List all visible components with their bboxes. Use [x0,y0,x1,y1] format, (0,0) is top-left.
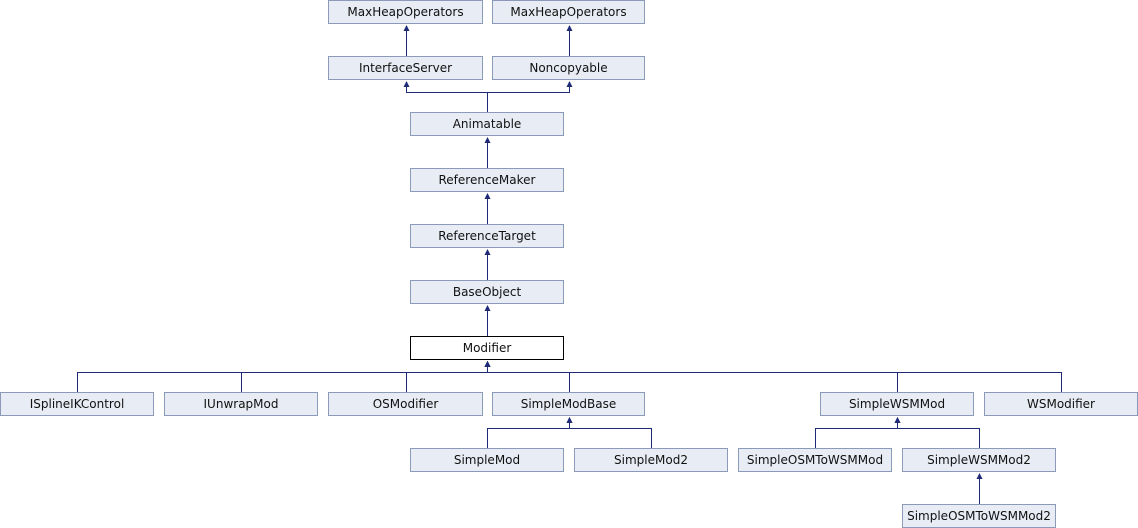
arrowhead-icon [403,81,410,87]
node-simplemod2[interactable]: SimpleMod2 [574,448,728,472]
inheritance-edge [569,422,652,448]
arrowhead-icon [484,361,491,367]
arrowhead-icon [484,249,491,255]
node-iunwrapmod[interactable]: IUnwrapMod [164,392,318,416]
arrowhead-icon [976,473,983,479]
node-simplewsmmod[interactable]: SimpleWSMMod [820,392,974,416]
arrowhead-icon [894,417,901,423]
arrowhead-icon [566,417,573,423]
inheritance-edge [406,366,488,392]
inheritance-edge [487,366,898,392]
arrowhead-icon [484,193,491,199]
inheritance-edge [241,366,488,392]
node-noncopyable[interactable]: Noncopyable [492,56,645,80]
arrowhead-icon [403,25,410,31]
arrowhead-icon [484,305,491,311]
arrowhead-icon [484,137,491,143]
inheritance-edge [897,422,980,448]
node-maxheapoperators-1[interactable]: MaxHeapOperators [328,0,483,24]
inheritance-edge [487,366,1062,392]
inheritance-edge [77,366,488,392]
node-simplemodbase[interactable]: SimpleModBase [492,392,645,416]
node-modifier-current: Modifier [410,336,564,360]
node-isplineikcontrol[interactable]: ISplineIKControl [0,392,154,416]
node-interfaceserver[interactable]: InterfaceServer [328,56,483,80]
node-maxheapoperators-2[interactable]: MaxHeapOperators [492,0,645,24]
inheritance-edge [487,422,570,448]
inheritance-edge [487,86,570,112]
node-simpleosmtowsmmod[interactable]: SimpleOSMToWSMMod [738,448,892,472]
node-wsmodifier[interactable]: WSModifier [984,392,1138,416]
arrowhead-icon [566,81,573,87]
node-referencemaker[interactable]: ReferenceMaker [410,168,564,192]
inheritance-edge [406,86,488,112]
node-baseobject[interactable]: BaseObject [410,280,564,304]
arrowhead-icon [566,25,573,31]
node-referencetarget[interactable]: ReferenceTarget [410,224,564,248]
inheritance-edge [487,366,570,392]
node-osmodifier[interactable]: OSModifier [328,392,483,416]
node-simplemod[interactable]: SimpleMod [410,448,564,472]
inheritance-edge [815,422,898,448]
node-animatable[interactable]: Animatable [410,112,564,136]
node-simpleosmtowsmmod2[interactable]: SimpleOSMToWSMMod2 [902,504,1056,528]
node-simplewsmmod2[interactable]: SimpleWSMMod2 [902,448,1056,472]
